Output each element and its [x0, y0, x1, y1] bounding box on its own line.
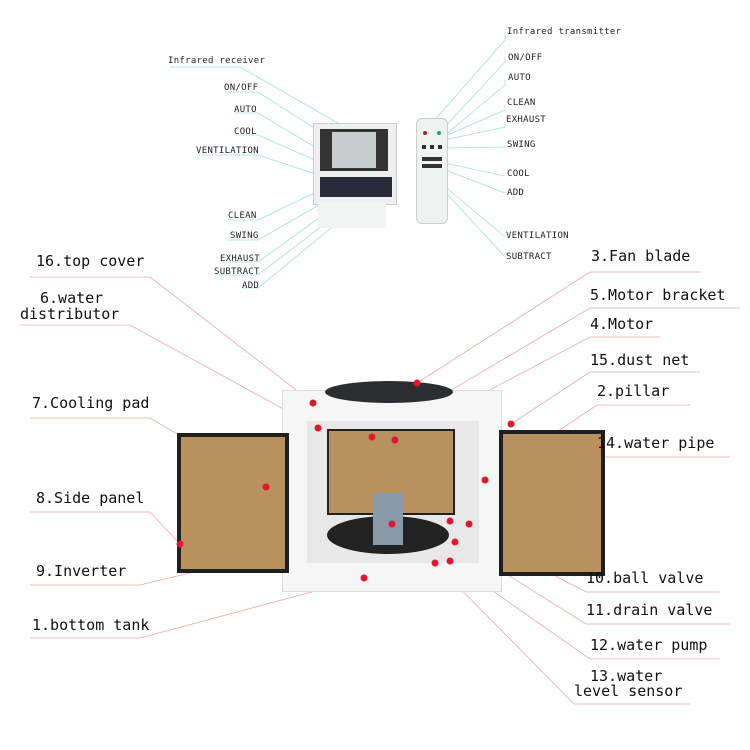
label-pillar: 2.pillar [597, 382, 670, 400]
label-remote-clean: CLEAN [507, 98, 536, 108]
fan-opening [325, 381, 453, 403]
interior [307, 421, 479, 563]
label-ctrl-add: ADD [242, 281, 260, 291]
label-infrared-receiver: Infrared receiver [168, 56, 266, 66]
label-ctrl-onoff: ON/OFF [224, 83, 259, 93]
label-ctrl-ventilation: VENTILATION [196, 146, 259, 156]
label-ball-valve: 10.ball valve [586, 569, 704, 587]
label-cooling-pad: 7.Cooling pad [32, 394, 150, 412]
label-water-pipe: 14.water pipe [597, 434, 715, 452]
label-water-distributor-1: 6.water [40, 289, 104, 307]
controller-screen [320, 129, 388, 171]
label-infrared-transmitter: Infrared transmitter [507, 27, 622, 37]
label-side-panel: 8.Side panel [36, 489, 145, 507]
label-ctrl-subtract: SUBTRACT [214, 267, 260, 277]
label-water-pump: 12.water pump [590, 636, 708, 654]
inverter-box [373, 493, 403, 545]
label-ctrl-clean: CLEAN [228, 211, 257, 221]
label-motor: 4.Motor [590, 315, 654, 333]
left-side-panel [177, 433, 289, 573]
label-remote-ventilation: VENTILATION [506, 231, 569, 241]
label-motor-bracket: 5.Motor bracket [590, 286, 726, 304]
label-water-level-sensor-1: 13.water [590, 667, 663, 685]
controller-base [318, 203, 386, 228]
wired-controller [313, 123, 397, 205]
label-top-cover: 16.top cover [36, 252, 145, 270]
cooler-body [282, 381, 502, 592]
label-remote-subtract: SUBTRACT [506, 252, 552, 262]
label-dust-net: 15.dust net [590, 351, 690, 369]
label-ctrl-swing: SWING [230, 231, 259, 241]
label-ctrl-exhaust: EXHAUST [220, 254, 261, 264]
label-fan-blade: 3.Fan blade [591, 247, 691, 265]
controller-buttons [320, 177, 392, 197]
label-bottom-tank: 1.bottom tank [32, 616, 150, 634]
remote-control [416, 118, 448, 224]
label-water-distributor-2: distributor [20, 305, 120, 323]
label-remote-exhaust: EXHAUST [506, 115, 547, 125]
label-remote-add: ADD [507, 188, 525, 198]
label-ctrl-cool: COOL [234, 127, 257, 137]
label-remote-swing: SWING [507, 140, 536, 150]
label-drain-valve: 11.drain valve [586, 601, 713, 619]
label-remote-auto: AUTO [508, 73, 531, 83]
label-ctrl-auto: AUTO [234, 105, 257, 115]
label-remote-cool: COOL [507, 169, 530, 179]
label-inverter: 9.Inverter [36, 562, 127, 580]
label-remote-onoff: ON/OFF [508, 53, 543, 63]
label-water-level-sensor-2: level sensor [574, 682, 683, 700]
right-side-panel [499, 430, 605, 576]
